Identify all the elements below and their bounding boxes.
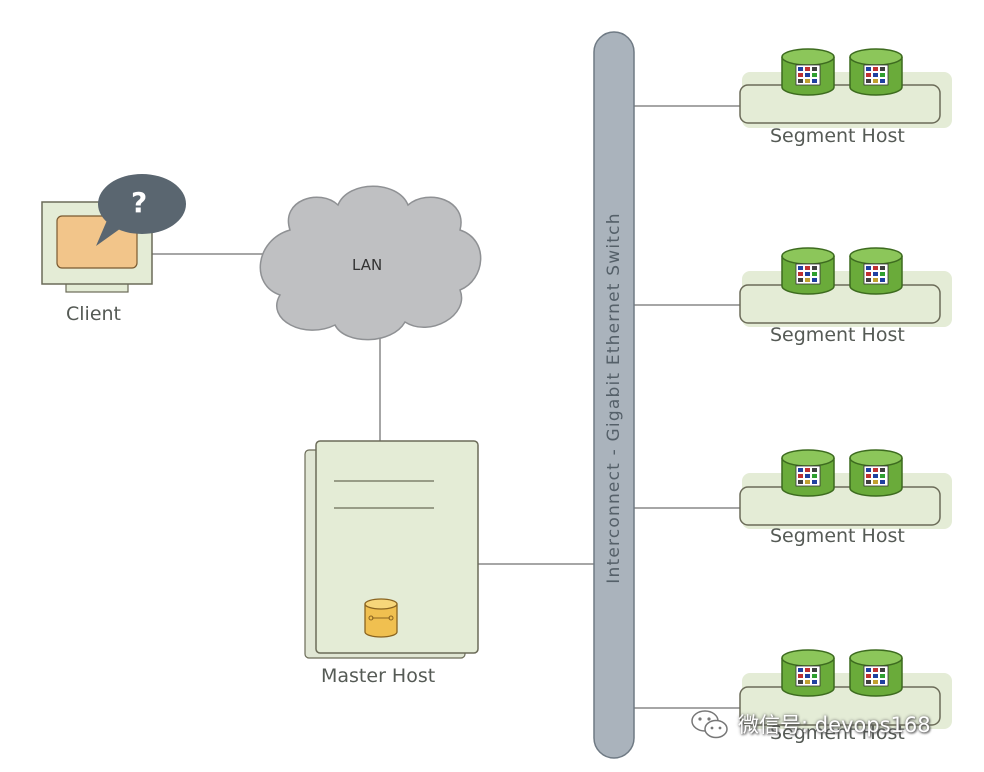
- question-bubble-icon: [96, 174, 186, 246]
- segment-host-label-2: Segment Host: [770, 324, 905, 346]
- segment-disk-icon: [849, 449, 903, 497]
- segment-disk-icon: [849, 48, 903, 96]
- switch-label: Interconnect - Gigabit Ethernet Switch: [604, 212, 624, 584]
- segment-host-2: [739, 247, 952, 327]
- lan-cloud-icon: [259, 185, 482, 341]
- segment-disk-icon: [781, 449, 835, 497]
- client-question-mark: ?: [131, 186, 148, 219]
- segment-host-label-3: Segment Host: [770, 525, 905, 547]
- segment-host-3: [739, 449, 952, 529]
- client-label: Client: [66, 303, 122, 325]
- segment-disk-icon: [849, 247, 903, 295]
- segment-disk-icon: [849, 649, 903, 697]
- master-host-server: [304, 440, 479, 659]
- segment-host-label-4: Segment Host: [770, 722, 905, 744]
- segment-host-label-1: Segment Host: [770, 125, 905, 147]
- interconnect-switch-bar: [593, 31, 635, 759]
- segment-host-4: [739, 649, 952, 729]
- master-host-label: Master Host: [321, 665, 436, 687]
- segment-disk-icon: [781, 48, 835, 96]
- segment-host-1: [739, 48, 952, 128]
- lan-label: LAN: [352, 256, 383, 274]
- master-database-icon: [364, 598, 398, 638]
- wechat-icon: [691, 710, 728, 739]
- segment-disk-icon: [781, 649, 835, 697]
- watermark-text: 微信号: devops168: [738, 713, 931, 737]
- segment-disk-icon: [781, 247, 835, 295]
